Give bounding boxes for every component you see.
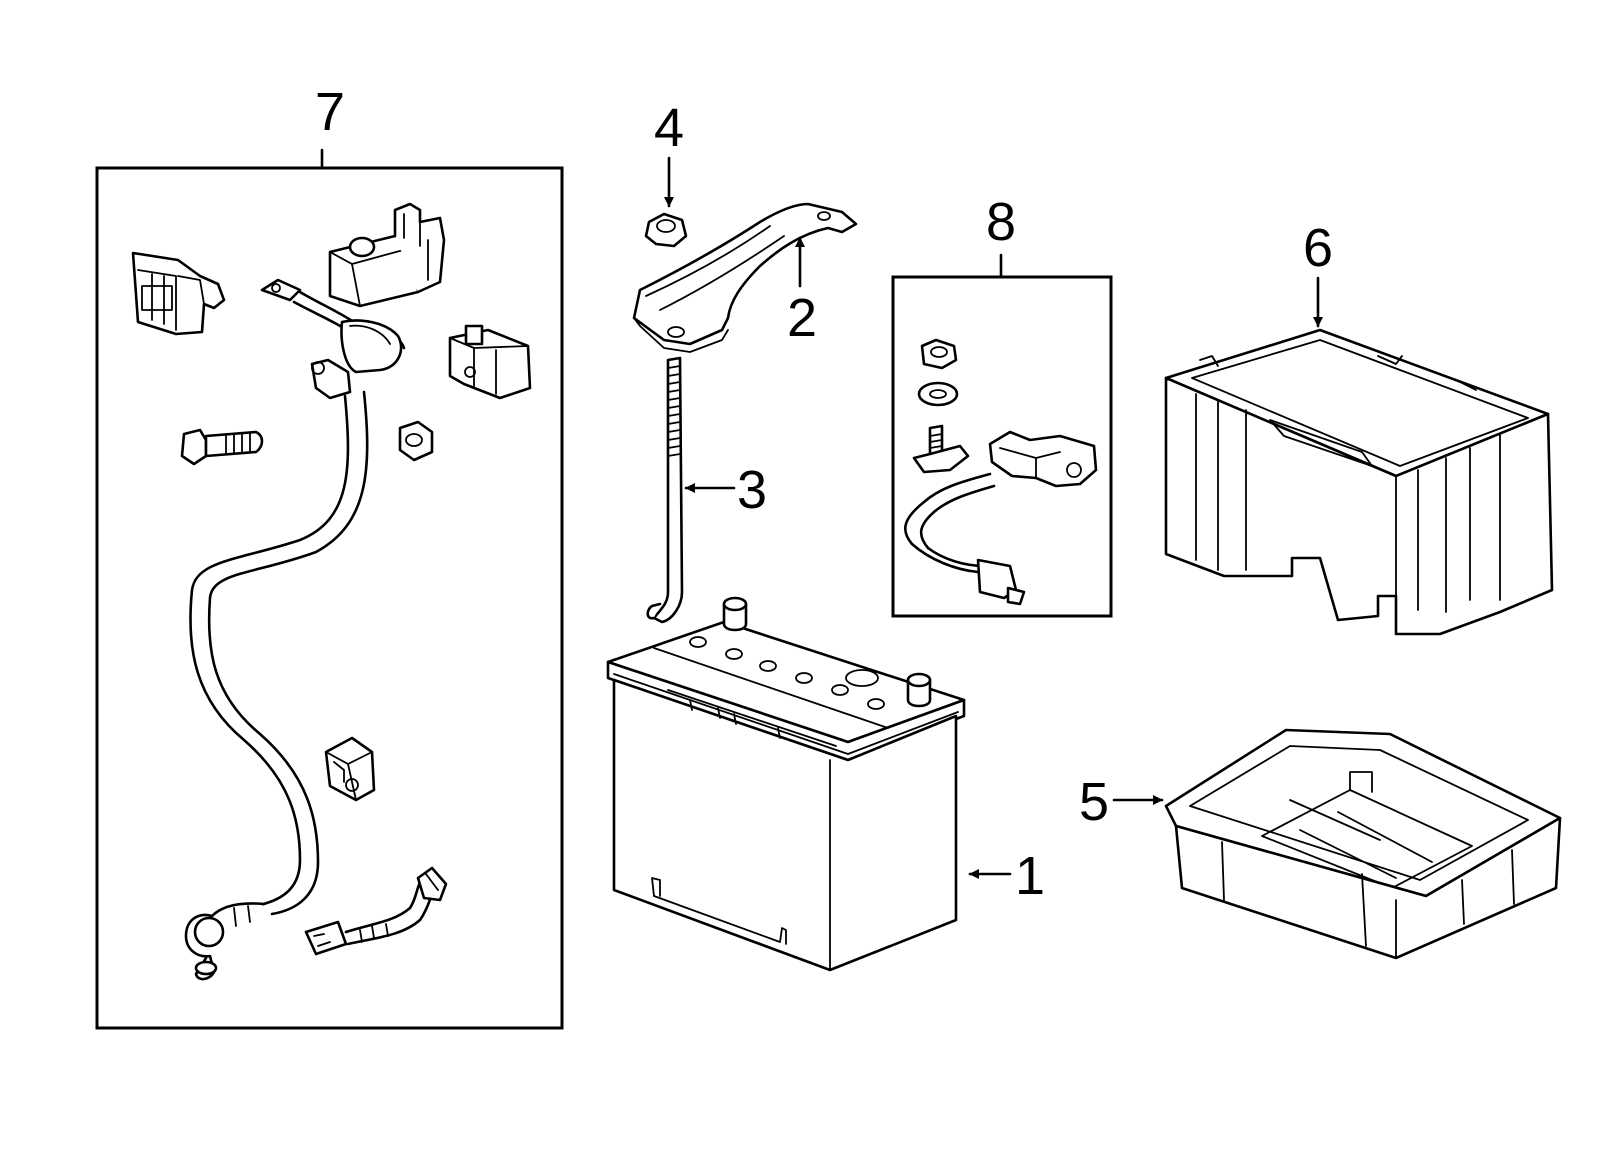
group-8-nut	[920, 338, 958, 370]
sensor-connector[interactable]	[304, 866, 448, 956]
leader-lines	[664, 156, 1323, 879]
fuse-terminal-block[interactable]	[328, 202, 446, 308]
group-8-stud	[912, 424, 970, 474]
negative-cable-group[interactable]	[891, 253, 1113, 618]
callout-5: 5	[1079, 772, 1109, 832]
part-1-battery[interactable]	[606, 596, 966, 972]
callout-6: 6	[1303, 218, 1333, 278]
cable-clip[interactable]	[324, 736, 376, 802]
terminal-cover[interactable]	[131, 251, 226, 336]
part-4-nut[interactable]	[644, 212, 688, 248]
callout-1: 1	[1015, 846, 1045, 906]
part-3-hold-down-rod[interactable]	[646, 356, 684, 624]
cable-bracket[interactable]	[448, 324, 532, 400]
callout-7: 7	[315, 82, 345, 142]
callout-2: 2	[787, 288, 817, 348]
group-8-washer	[917, 381, 959, 407]
bolt[interactable]	[180, 428, 264, 466]
callout-3: 3	[737, 460, 767, 520]
positive-cable[interactable]	[184, 278, 406, 981]
callout-4: 4	[654, 98, 684, 158]
group-7-frame	[95, 166, 564, 1030]
callout-8: 8	[986, 192, 1016, 252]
cable-assembly-group[interactable]	[95, 148, 564, 1030]
part-2-hold-down-bracket[interactable]	[632, 202, 858, 353]
hex-nut[interactable]	[398, 420, 434, 462]
part-6-battery-box[interactable]	[1164, 328, 1554, 636]
part-5-battery-tray[interactable]	[1164, 728, 1562, 960]
